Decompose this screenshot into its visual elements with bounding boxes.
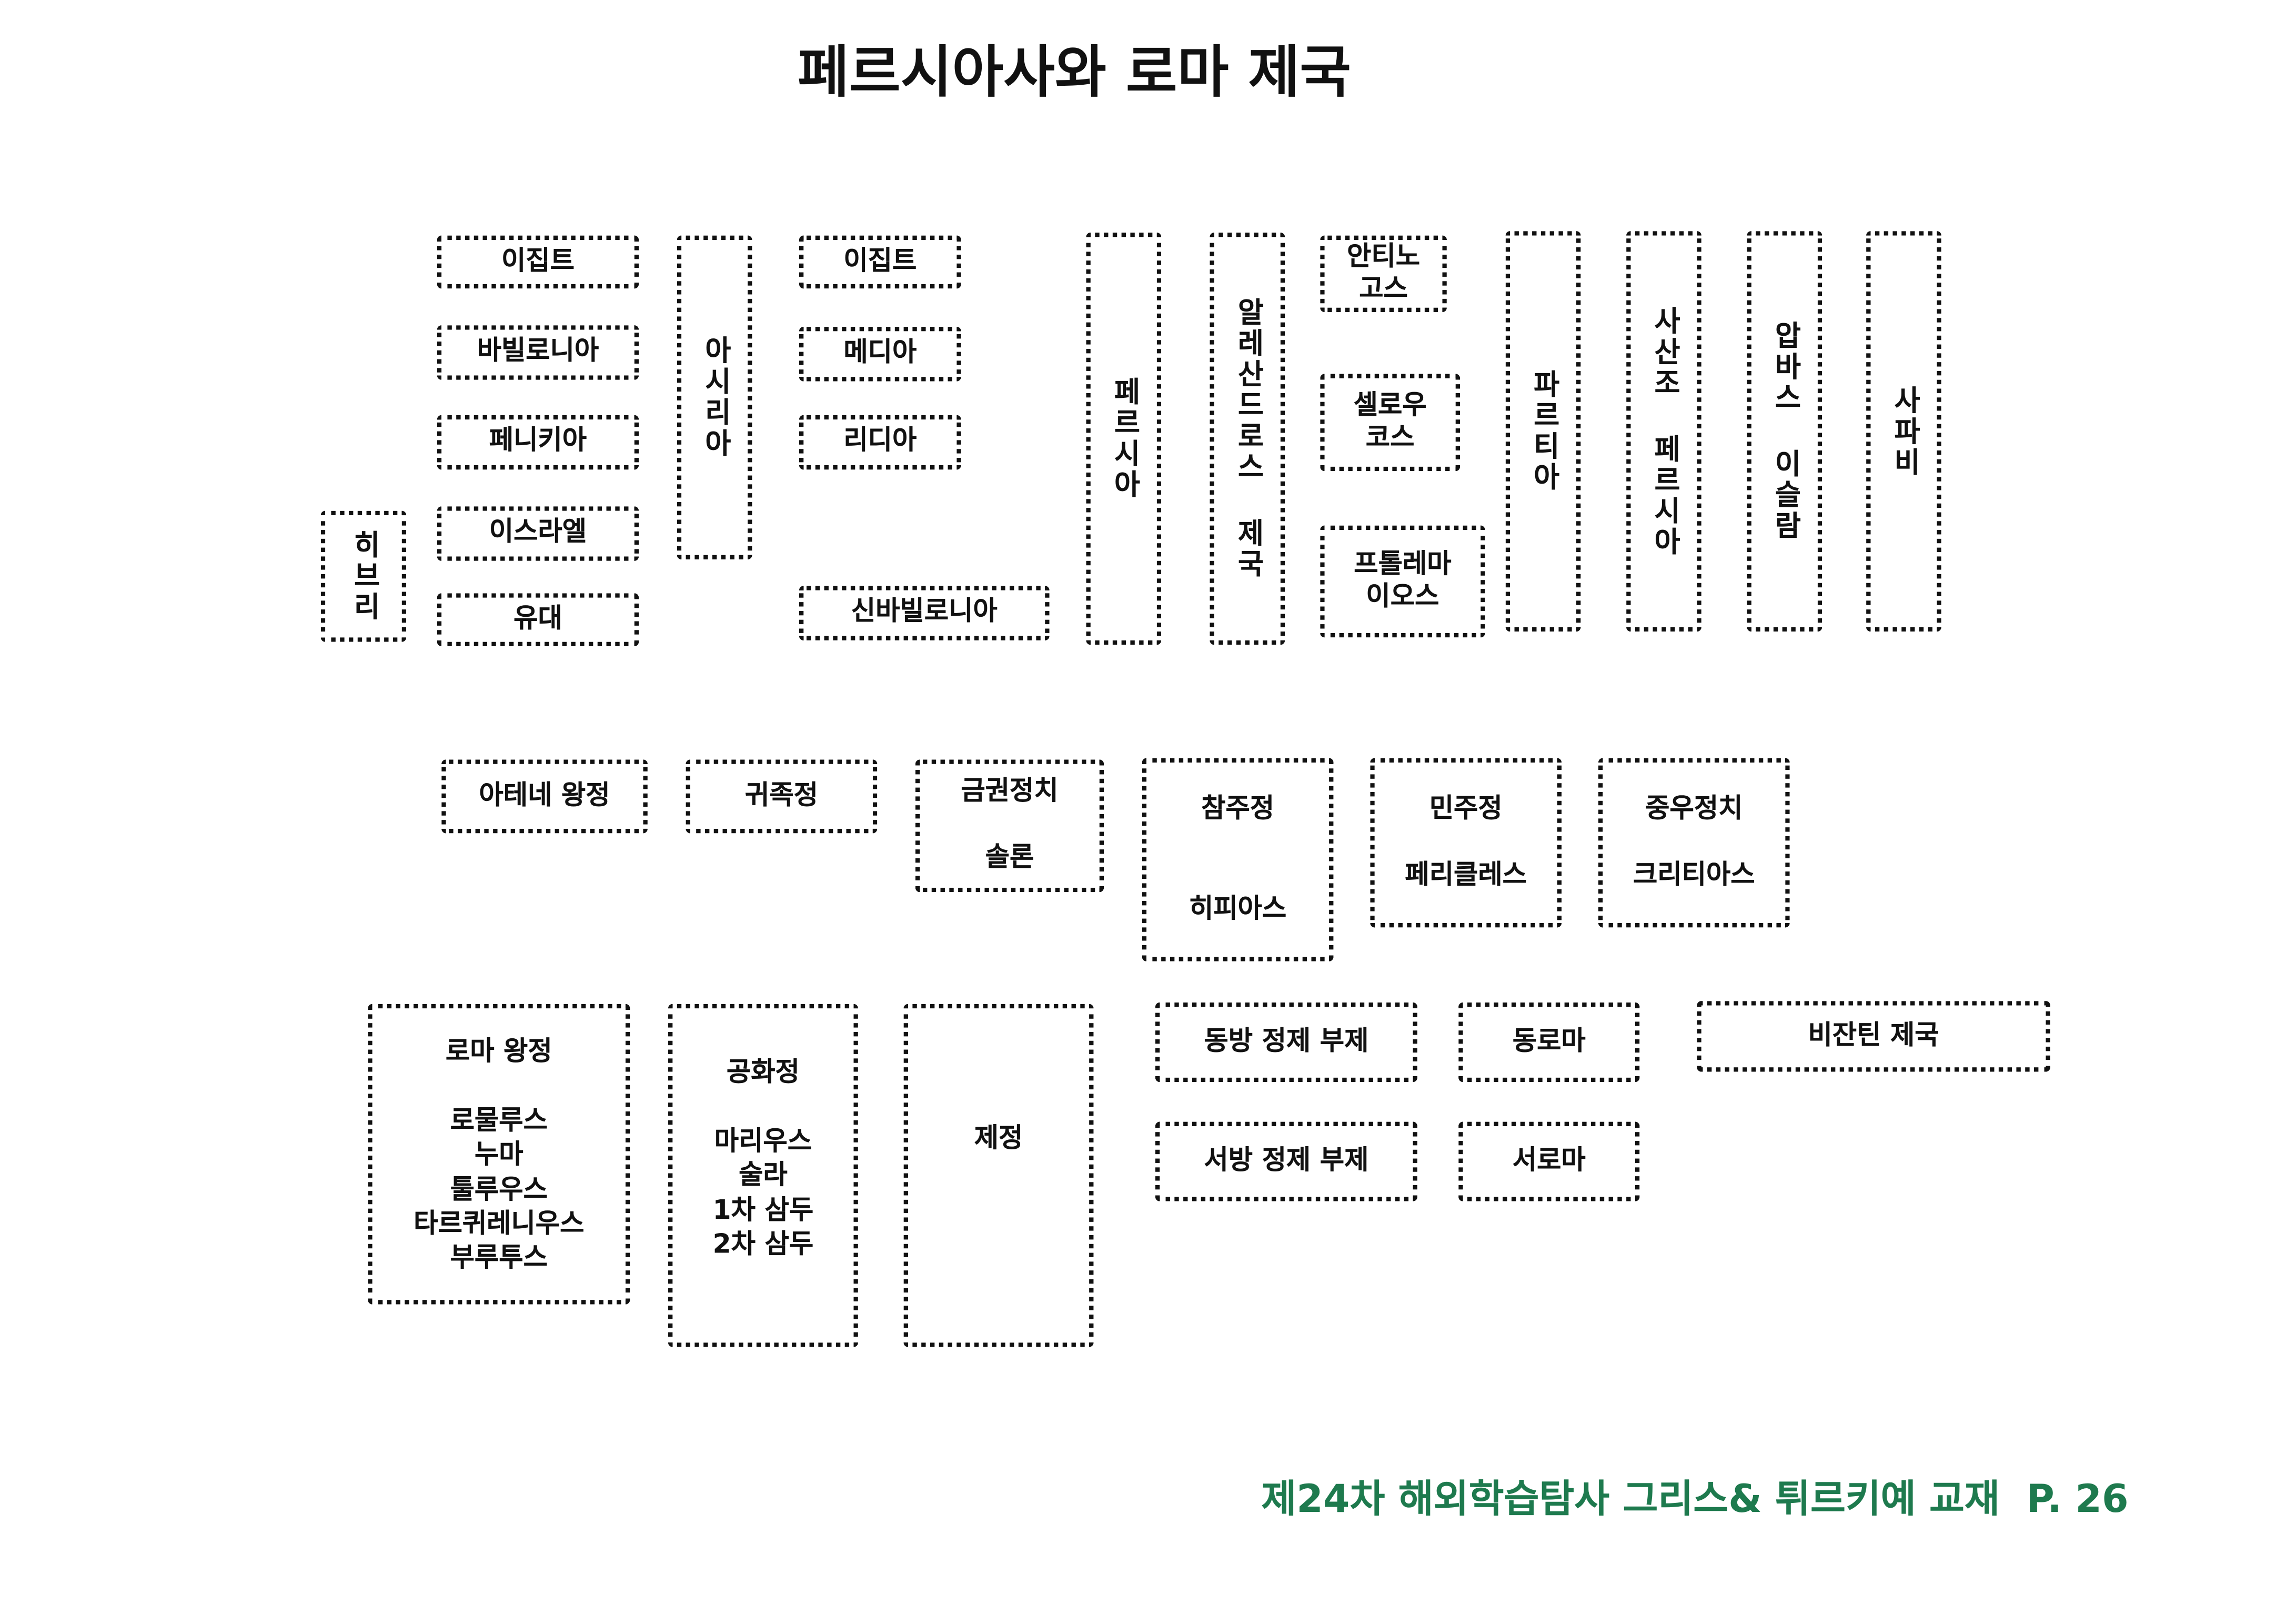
box-neo-babylonia: 신바빌로니아 xyxy=(799,586,1050,640)
box-hebrew: 히브리 xyxy=(320,510,407,642)
box-assyria: 아시리아 xyxy=(677,235,752,560)
box-alexander-empire: 알레산드로스 제국 xyxy=(1210,232,1285,645)
box-roman-kingdom: 로마 왕정 로물루스 누마 툴루우스 타르퀴레니우스 부루투스 xyxy=(368,1004,630,1305)
box-parthia: 파르티아 xyxy=(1505,231,1581,632)
box-east-tetrarchy: 동방 정제 부제 xyxy=(1155,1003,1417,1082)
box-babylonia: 바빌로니아 xyxy=(437,325,639,380)
box-democracy: 민주정 페리클레스 xyxy=(1370,758,1562,928)
box-west-tetrarchy: 서방 정제 부제 xyxy=(1155,1121,1417,1201)
box-athens-monarchy: 아테네 왕정 xyxy=(441,759,648,834)
box-west-rome: 서로마 xyxy=(1458,1121,1640,1201)
box-byzantine-empire: 비잔틴 제국 xyxy=(1697,1001,2050,1072)
box-media: 메디아 xyxy=(799,327,961,382)
box-aristocracy: 귀족정 xyxy=(686,759,878,834)
box-antigonos: 안티노 고스 xyxy=(1320,235,1447,313)
box-lydia: 리디아 xyxy=(799,415,961,470)
box-sassanid-persia: 사산조 페르시아 xyxy=(1626,231,1701,632)
box-safavid: 사파비 xyxy=(1866,231,1941,632)
box-persia: 페르시아 xyxy=(1086,232,1162,645)
box-timocracy: 금권정치 솔론 xyxy=(915,759,1104,893)
footer-caption: 제24차 해외학습탐사 그리스& 튀르키예 교재 P. 26 xyxy=(1261,1478,2129,1522)
box-ochlocracy: 중우정치 크리티아스 xyxy=(1598,758,1790,928)
box-israel: 이스라엘 xyxy=(437,506,639,561)
box-judea: 유대 xyxy=(437,593,639,647)
box-egypt-2: 이집트 xyxy=(799,235,961,289)
box-ptolemaios: 프톨레마 이오스 xyxy=(1320,525,1485,638)
box-east-rome: 동로마 xyxy=(1458,1003,1640,1082)
page-title: 페르시아사와 로마 제국 xyxy=(798,39,1352,105)
box-egypt: 이집트 xyxy=(437,235,639,289)
box-phoenicia: 페니키아 xyxy=(437,415,639,470)
box-roman-empire: 제정 xyxy=(903,1004,1094,1347)
box-seleucus: 셀로우 코스 xyxy=(1320,374,1461,472)
box-abbasid-islam: 압바스 이슬람 xyxy=(1747,231,1822,632)
box-roman-republic: 공화정 마리우스 술라 1차 삼두 2차 삼두 xyxy=(668,1004,858,1347)
box-tyranny: 참주정 히피아스 xyxy=(1142,758,1334,961)
